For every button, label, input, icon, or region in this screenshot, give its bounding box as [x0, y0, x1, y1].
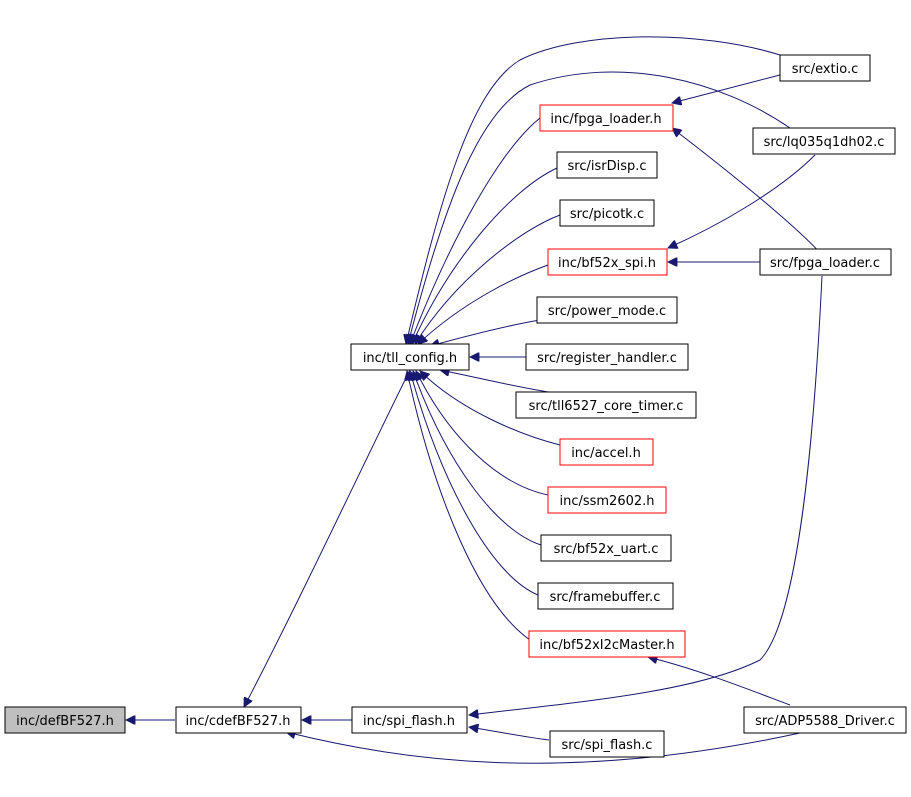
edge-fpgac-to-spiflashh [469, 275, 823, 715]
node-label: src/framebuffer.c [550, 590, 661, 605]
node-label: src/fpga_loader.c [770, 256, 880, 271]
node-tll-config[interactable]: inc/tll_config.h [350, 343, 470, 371]
edge-picotk-to-tll [415, 214, 561, 344]
node-bf52x-spi-h[interactable]: inc/bf52x_spi.h [547, 248, 668, 276]
edge-fpgac-to-fpgah [672, 128, 823, 256]
edge-ssm-to-tll [416, 371, 549, 496]
edge-lq-to-tll [408, 71, 791, 344]
edge-lq-to-bf52xspi [668, 154, 816, 248]
edge-spiflashc-to-spiflashh [469, 727, 550, 741]
node-label: src/power_mode.c [548, 304, 666, 319]
node-lq035q1dh02[interactable]: src/lq035q1dh02.c [752, 127, 896, 155]
node-adp5588-driver[interactable]: src/ADP5588_Driver.c [743, 706, 907, 734]
edge-timer-to-tll [440, 370, 556, 394]
edge-tllconfig-to-cdef [244, 369, 411, 707]
edge-accel-to-tll [420, 371, 561, 446]
node-cdefBF527[interactable]: inc/cdefBF527.h [175, 706, 302, 734]
edge-i2c-to-tll [407, 371, 531, 641]
edges [126, 36, 823, 764]
node-label: src/bf52x_uart.c [554, 542, 659, 557]
edge-isr-to-tll [412, 167, 558, 344]
node-fpga-loader-h[interactable]: inc/fpga_loader.h [539, 104, 674, 132]
node-power-mode[interactable]: src/power_mode.c [536, 296, 678, 324]
node-label: inc/cdefBF527.h [186, 714, 291, 729]
node-label: inc/fpga_loader.h [550, 112, 661, 127]
node-label: src/ADP5588_Driver.c [755, 714, 895, 729]
node-spi-flash-c[interactable]: src/spi_flash.c [549, 730, 665, 758]
node-ssm2602[interactable]: inc/ssm2602.h [547, 486, 667, 514]
edge-fb-to-tll [410, 371, 539, 596]
edge-adp-to-cdef [286, 732, 801, 764]
edge-power-to-tll [430, 319, 541, 346]
edge-extio-to-fpgah [672, 74, 781, 103]
node-spi-flash-h[interactable]: inc/spi_flash.h [351, 706, 468, 734]
edge-uart-to-tll [413, 371, 542, 546]
node-defBF527[interactable]: inc/defBF527.h [4, 706, 126, 734]
node-register-handler[interactable]: src/register_handler.c [525, 343, 689, 371]
node-isrDisp[interactable]: src/isrDisp.c [556, 151, 658, 179]
node-label: inc/ssm2602.h [559, 494, 654, 509]
node-label: src/tll6527_core_timer.c [529, 399, 684, 414]
node-label: src/spi_flash.c [562, 738, 653, 753]
edge-bf52xspi-to-tll [418, 264, 549, 344]
node-accel[interactable]: inc/accel.h [559, 438, 654, 466]
node-label: src/extio.c [792, 62, 859, 77]
node-label: inc/bf52x_spi.h [558, 256, 656, 271]
edge-fpgah-to-tll [410, 117, 541, 344]
node-label: inc/bf52xI2cMaster.h [539, 638, 674, 653]
node-bf52x-uart[interactable]: src/bf52x_uart.c [540, 534, 672, 562]
node-label: src/picotk.c [570, 207, 644, 222]
node-picotk[interactable]: src/picotk.c [559, 199, 655, 227]
edge-extio-to-tll [406, 36, 781, 344]
node-fpga-loader-c[interactable]: src/fpga_loader.c [759, 248, 892, 276]
node-extio[interactable]: src/extio.c [779, 54, 871, 82]
node-label: src/lq035q1dh02.c [764, 135, 885, 150]
node-label: src/isrDisp.c [567, 159, 646, 174]
node-label: inc/spi_flash.h [363, 714, 455, 729]
node-bf52xI2cMaster[interactable]: inc/bf52xI2cMaster.h [528, 630, 686, 658]
node-label: inc/accel.h [571, 446, 641, 461]
node-label: inc/tll_config.h [363, 351, 457, 366]
node-framebuffer[interactable]: src/framebuffer.c [537, 582, 674, 610]
edge-adp-to-i2c [648, 657, 791, 706]
node-label: inc/defBF527.h [16, 714, 114, 729]
node-label: src/register_handler.c [537, 351, 677, 366]
node-core-timer[interactable]: src/tll6527_core_timer.c [515, 391, 697, 419]
